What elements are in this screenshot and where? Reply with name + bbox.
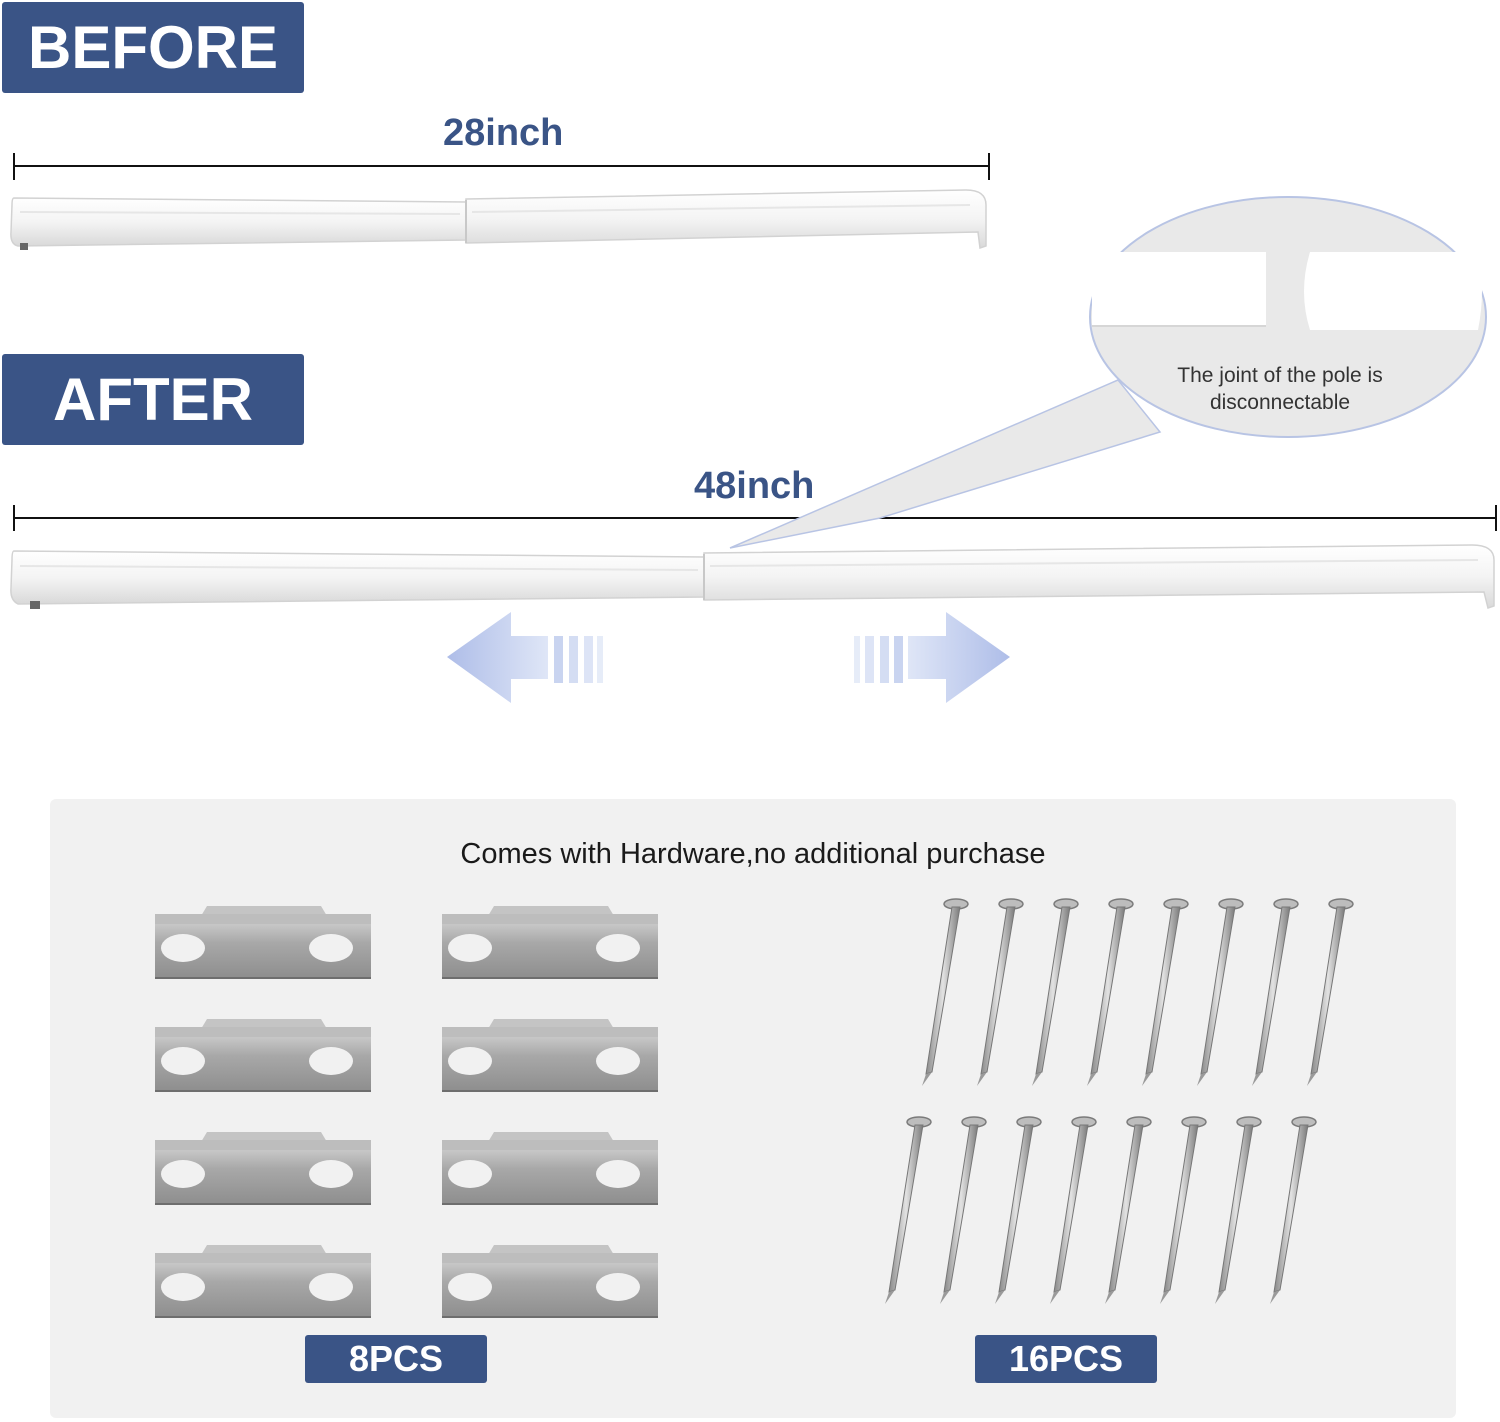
nail-icon bbox=[1086, 898, 1134, 1087]
joint-callout bbox=[729, 196, 1487, 549]
bracket-icon bbox=[154, 905, 372, 979]
nail-icon bbox=[1214, 1116, 1262, 1305]
after-badge: AFTER bbox=[2, 354, 304, 445]
before-dimension-line bbox=[13, 153, 990, 180]
nail-icon bbox=[884, 1116, 932, 1305]
arrow-left-icon bbox=[447, 612, 603, 703]
after-length-label: 48inch bbox=[694, 465, 815, 507]
after-badge-label: AFTER bbox=[53, 366, 253, 433]
bracket-icon bbox=[441, 905, 659, 979]
before-badge: BEFORE bbox=[2, 2, 304, 93]
callout-text: The joint of the pole is disconnectable bbox=[1177, 364, 1383, 414]
bracket-icon bbox=[154, 1244, 372, 1318]
arrow-right-icon bbox=[854, 612, 1010, 703]
nails-count-badge: 16PCS bbox=[975, 1335, 1157, 1383]
nail-icon bbox=[1141, 898, 1189, 1087]
bracket-icon bbox=[441, 1244, 659, 1318]
nail-icon bbox=[1306, 898, 1354, 1087]
pole-illustration bbox=[10, 153, 1497, 703]
before-pole bbox=[10, 189, 987, 250]
nail-icon bbox=[1269, 1116, 1317, 1305]
nails-count-label: 16PCS bbox=[1008, 1338, 1124, 1379]
nail-icon bbox=[1196, 898, 1244, 1087]
nail-icon bbox=[939, 1116, 987, 1305]
after-dimension-line bbox=[13, 505, 1497, 531]
nail-icon bbox=[1049, 1116, 1097, 1305]
bracket-icon bbox=[154, 1018, 372, 1092]
brackets-group bbox=[154, 905, 659, 1318]
before-badge-label: BEFORE bbox=[27, 14, 279, 81]
bracket-icon bbox=[154, 1131, 372, 1205]
after-pole bbox=[10, 544, 1495, 609]
nail-icon bbox=[1031, 898, 1079, 1087]
nails-group bbox=[884, 898, 1354, 1305]
nail-icon bbox=[1159, 1116, 1207, 1305]
nail-icon bbox=[1251, 898, 1299, 1087]
hardware-caption: Comes with Hardware,no additional purcha… bbox=[460, 838, 1046, 870]
brackets-count-label: 8PCS bbox=[348, 1338, 444, 1379]
nail-icon bbox=[921, 898, 969, 1087]
before-length-label: 28inch bbox=[443, 112, 564, 154]
bracket-icon bbox=[441, 1131, 659, 1205]
nail-icon bbox=[976, 898, 1024, 1087]
brackets-count-badge: 8PCS bbox=[305, 1335, 487, 1383]
nail-icon bbox=[1104, 1116, 1152, 1305]
bracket-icon bbox=[441, 1018, 659, 1092]
nail-icon bbox=[994, 1116, 1042, 1305]
